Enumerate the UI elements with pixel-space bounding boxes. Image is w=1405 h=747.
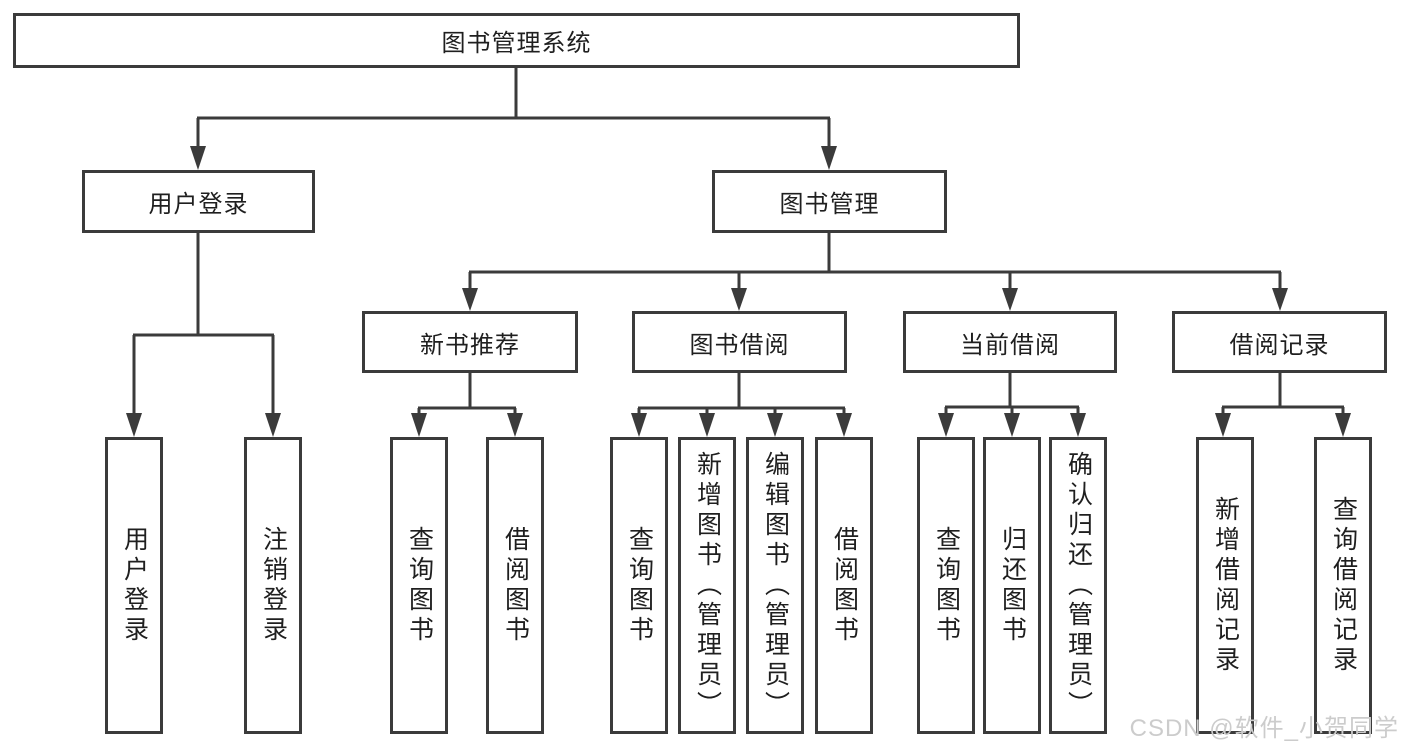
node-label: 查询图书: [405, 525, 434, 646]
node-label: 查询借阅记录: [1329, 495, 1358, 676]
node-label: 新增图书（管理员）: [693, 450, 722, 721]
node-leaf-logout: 注销登录: [244, 437, 302, 734]
node-label: 编辑图书（管理员）: [761, 450, 790, 721]
node-label: 图书管理: [779, 191, 880, 218]
node-label: 借阅图书: [830, 525, 859, 646]
node-new-book-recommend: 新书推荐: [362, 311, 578, 373]
node-leaf-user-login: 用户登录: [105, 437, 163, 734]
node-leaf-return-books: 归还图书: [983, 437, 1041, 734]
node-leaf-query-books-1: 查询图书: [390, 437, 448, 734]
connector-lines: [132, 68, 1345, 418]
node-label: 查询图书: [625, 525, 654, 646]
node-label: 图书管理系统: [441, 30, 592, 57]
node-leaf-query-books-2: 查询图书: [610, 437, 668, 734]
node-leaf-add-borrow-record: 新增借阅记录: [1196, 437, 1254, 734]
node-leaf-edit-books-admin: 编辑图书（管理员）: [746, 437, 804, 734]
node-leaf-add-books-admin: 新增图书（管理员）: [678, 437, 736, 734]
node-current-borrowing: 当前借阅: [903, 311, 1117, 373]
node-label: 图书借阅: [689, 331, 790, 359]
node-leaf-query-books-3: 查询图书: [917, 437, 975, 734]
node-label: 注销登录: [259, 525, 288, 646]
node-user-login: 用户登录: [82, 170, 315, 233]
node-label: 当前借阅: [960, 331, 1060, 359]
node-label: 归还图书: [998, 525, 1027, 646]
node-book-management: 图书管理: [712, 170, 947, 233]
csdn-watermark: CSDN @软件_小贺同学: [1129, 715, 1399, 742]
node-label: 新书推荐: [420, 331, 520, 359]
node-label: 借阅记录: [1229, 331, 1330, 359]
node-label: 新增借阅记录: [1211, 495, 1240, 676]
node-library-system: 图书管理系统: [13, 13, 1020, 68]
node-label: 确认归还（管理员）: [1064, 450, 1093, 721]
node-label: 用户登录: [120, 525, 149, 646]
node-leaf-borrow-books-2: 借阅图书: [815, 437, 873, 734]
node-leaf-borrow-books-1: 借阅图书: [486, 437, 544, 734]
node-label: 查询图书: [932, 525, 961, 646]
node-label: 借阅图书: [501, 525, 530, 646]
connector-arrowheads: [126, 146, 1351, 437]
node-label: 用户登录: [148, 191, 249, 218]
node-book-borrowing: 图书借阅: [632, 311, 847, 373]
node-leaf-query-borrow-record: 查询借阅记录: [1314, 437, 1372, 734]
node-leaf-confirm-return-admin: 确认归还（管理员）: [1049, 437, 1107, 734]
node-borrow-records: 借阅记录: [1172, 311, 1387, 373]
